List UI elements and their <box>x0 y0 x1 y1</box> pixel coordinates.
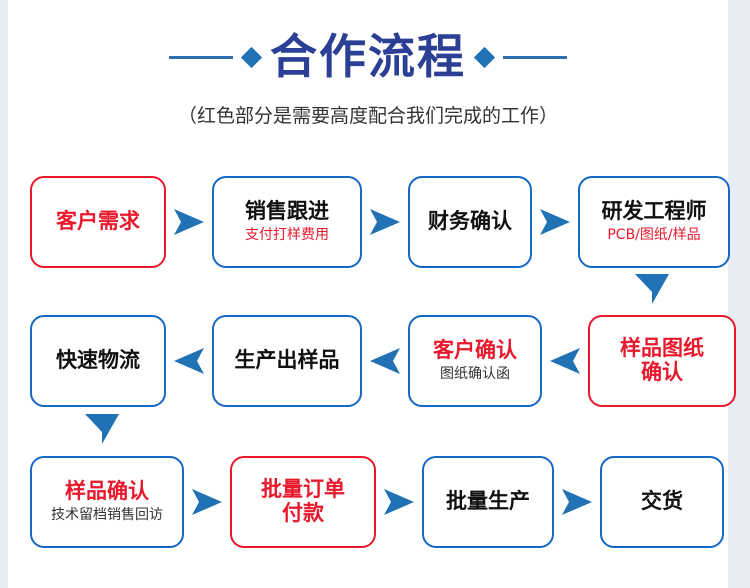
flow-node-mass-production[interactable]: 批量生产 <box>422 456 554 548</box>
flow-node-produce-sample[interactable]: 生产出样品 <box>212 315 362 407</box>
flow-node-label: 财务确认 <box>428 209 512 234</box>
arrow-right-icon <box>184 456 230 548</box>
header: 合作流程 （红色部分是需要高度配合我们完成的工作） <box>8 26 728 128</box>
flow-node-sublabel: PCB/图纸/样品 <box>607 226 701 243</box>
arrow-right-icon <box>532 176 578 268</box>
arrow-right-icon <box>166 176 212 268</box>
flow-node-sublabel: 支付打样费用 <box>245 226 329 243</box>
title-right-line <box>503 55 567 59</box>
flow-node-label: 样品确认 <box>65 479 149 504</box>
arrow-right-icon <box>376 456 422 548</box>
flow-node-label: 样品图纸 确认 <box>620 336 704 384</box>
flow-node-sample-confirm[interactable]: 样品确认 技术留档销售回访 <box>30 456 184 548</box>
flow-node-label: 客户确认 <box>433 338 517 363</box>
page-title: 合作流程 <box>270 29 466 85</box>
arrow-down-icon <box>82 412 122 446</box>
flow-row-3: 样品确认 技术留档销售回访 批量订单 付款 批量生产 交货 <box>30 456 724 548</box>
arrow-down-icon <box>632 272 672 306</box>
flow-node-sublabel: 图纸确认函 <box>440 365 510 382</box>
flow-node-fast-logistics[interactable]: 快速物流 <box>30 315 166 407</box>
arrow-left-icon <box>362 315 408 407</box>
flow-node-customer-requirement[interactable]: 客户需求 <box>30 176 166 268</box>
arrow-right-icon <box>554 456 600 548</box>
title-left-line <box>169 55 233 59</box>
flow-node-label: 交货 <box>641 489 683 514</box>
page-subtitle: （红色部分是需要高度配合我们完成的工作） <box>177 105 558 127</box>
flow-node-customer-confirm[interactable]: 客户确认 图纸确认函 <box>408 315 542 407</box>
flowchart-canvas: 合作流程 （红色部分是需要高度配合我们完成的工作） 客户需求 销售跟进 支付打样… <box>8 0 736 588</box>
flow-node-rnd-engineer[interactable]: 研发工程师 PCB/图纸/样品 <box>578 176 730 268</box>
flow-node-label: 客户需求 <box>56 209 140 234</box>
flow-node-label: 销售跟进 <box>245 199 329 224</box>
left-diamond-icon <box>240 46 263 68</box>
arrow-right-icon <box>362 176 408 268</box>
flow-node-delivery[interactable]: 交货 <box>600 456 724 548</box>
flow-node-sublabel: 技术留档销售回访 <box>51 506 163 523</box>
flow-node-label: 批量订单 付款 <box>261 477 345 525</box>
right-diamond-icon <box>473 46 496 68</box>
flow-node-bulk-order-payment[interactable]: 批量订单 付款 <box>230 456 376 548</box>
arrow-left-icon <box>542 315 588 407</box>
flow-row-1: 客户需求 销售跟进 支付打样费用 财务确认 研发工程师 PCB/图纸/样品 <box>30 176 730 268</box>
flow-node-sales-follow-up[interactable]: 销售跟进 支付打样费用 <box>212 176 362 268</box>
arrow-left-icon <box>166 315 212 407</box>
flow-row-2: 快速物流 生产出样品 客户确认 图纸确认函 样品图纸 确认 <box>30 315 736 407</box>
flow-node-finance-confirm[interactable]: 财务确认 <box>408 176 532 268</box>
flow-node-label: 批量生产 <box>446 489 530 514</box>
flow-node-sample-drawing-confirm[interactable]: 样品图纸 确认 <box>588 315 736 407</box>
title-row: 合作流程 <box>8 26 728 88</box>
flow-node-label: 研发工程师 <box>601 199 707 224</box>
flow-node-label: 快速物流 <box>56 348 140 373</box>
flow-node-label: 生产出样品 <box>234 348 340 373</box>
